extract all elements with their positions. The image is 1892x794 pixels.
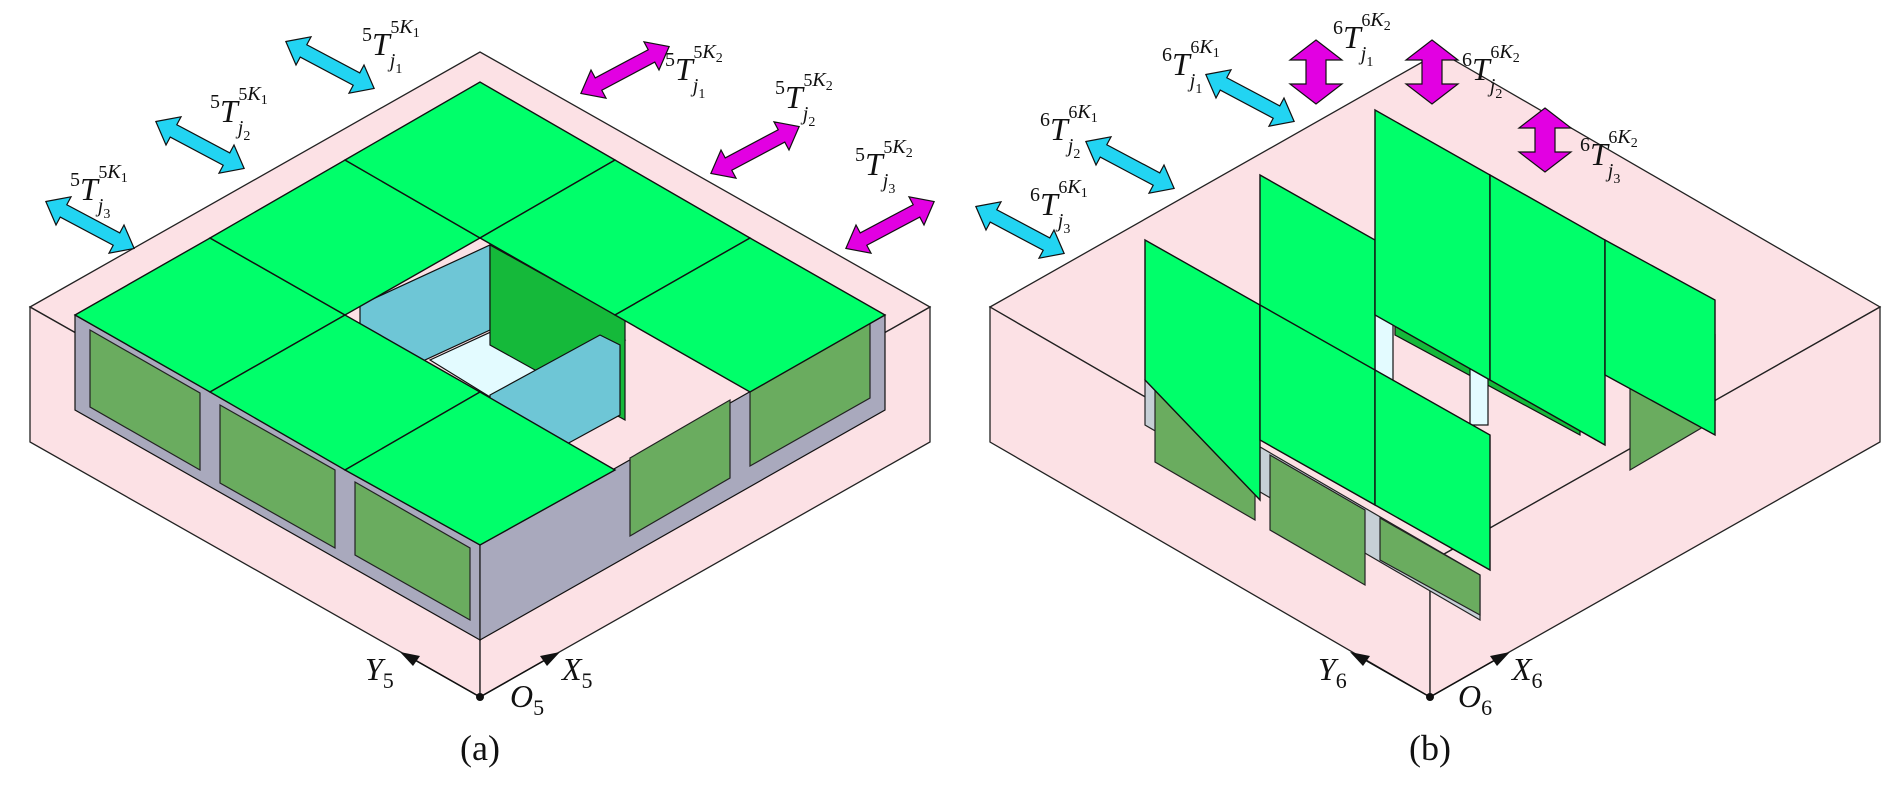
panel-b-x-axis-line	[1429, 659, 1496, 698]
panel-b-y-axis-line	[1364, 659, 1431, 698]
panel-b-sheets	[1144, 108, 1716, 572]
panel-a-magenta-arrows	[580, 40, 935, 255]
panel-a-y-label: Y5	[365, 651, 394, 693]
panel-a-y-axis-line	[414, 659, 481, 698]
panel-a-cells-left	[89, 320, 871, 622]
panel-b-magenta-arrows	[1288, 39, 1573, 173]
panel-a-origin-label: O5	[510, 678, 544, 720]
label-a-cyan-1: 5Tj15K1	[362, 16, 420, 77]
panel-a-plates	[73, 81, 887, 546]
panel-a-cell	[354, 480, 471, 622]
panel-b: Y6 X6 O6	[975, 9, 1882, 768]
magenta-double-arrow-icon	[710, 120, 800, 180]
panel-b-cell	[1379, 516, 1481, 617]
panel-b-sheet	[1604, 238, 1716, 437]
label-b-magenta-2: 6Tj26K2	[1462, 41, 1520, 102]
cyan-double-arrow-icon	[155, 115, 245, 175]
panel-a-x-label: X5	[560, 651, 593, 693]
label-b-magenta-3: 6Tj36K2	[1580, 126, 1638, 187]
panel-a-cyan-arrows	[45, 35, 375, 255]
panel-a-labels: 5Tj35K1 5Tj25K1 5Tj15K1 5Tj15K2 5Tj25K2 …	[70, 16, 913, 222]
panel-a-caption: (a)	[460, 728, 500, 768]
panel-a-x-axis-line	[479, 659, 546, 698]
cyan-double-arrow-icon	[1085, 135, 1175, 195]
panel-a-axes: Y5 X5 O5	[365, 651, 593, 720]
cyan-double-arrow-icon	[285, 35, 375, 95]
magenta-double-arrow-icon	[1288, 39, 1344, 105]
panel-b-cell	[1269, 453, 1366, 587]
panel-a-cell	[629, 398, 731, 538]
panel-b-sheet	[1144, 238, 1261, 502]
label-b-cyan-2: 6Tj26K1	[1040, 101, 1098, 162]
panel-a: Y5 X5 O5	[28, 16, 935, 768]
panel-a-y-arrowhead	[400, 652, 420, 666]
cyan-double-arrow-icon	[1205, 68, 1295, 128]
cyan-double-arrow-icon	[45, 195, 135, 255]
panel-a-cell	[219, 403, 336, 550]
panel-b-cyan-arrows	[975, 68, 1295, 260]
panel-b-y-arrowhead	[1350, 652, 1370, 666]
cyan-double-arrow-icon	[975, 200, 1065, 260]
magenta-double-arrow-icon	[845, 195, 935, 255]
label-a-cyan-2: 5Tj25K1	[210, 83, 268, 144]
panel-a-cell	[89, 328, 201, 472]
label-b-cyan-1: 6Tj16K1	[1162, 36, 1220, 97]
panel-b-x-label: X6	[1510, 651, 1543, 693]
panel-b-sheet	[1489, 173, 1606, 447]
panel-a-x-arrowhead	[540, 652, 560, 666]
panel-b-x-arrowhead	[1490, 652, 1510, 666]
label-b-magenta-1: 6Tj16K2	[1333, 9, 1391, 70]
panel-b-labels: 6Tj36K1 6Tj26K1 6Tj16K1 6Tj16K2 6Tj26K2 …	[1030, 9, 1638, 237]
magenta-double-arrow-icon	[1517, 107, 1573, 173]
magenta-double-arrow-icon	[1404, 39, 1460, 105]
panel-b-y-label: Y6	[1318, 651, 1347, 693]
panel-b-caption: (b)	[1409, 728, 1451, 768]
panel-b-origin-label: O6	[1458, 678, 1492, 720]
panel-b-box-right	[1429, 305, 1881, 699]
panel-b-axes: Y6 X6 O6	[1318, 651, 1543, 720]
panel-a-plate	[613, 237, 887, 393]
magenta-double-arrow-icon	[580, 40, 670, 100]
panel-a-plate	[343, 391, 617, 546]
panel-b-sheet	[1374, 368, 1491, 572]
label-a-magenta-2: 5Tj25K2	[775, 69, 833, 130]
label-a-cyan-3: 5Tj35K1	[70, 161, 128, 222]
label-a-magenta-3: 5Tj35K2	[855, 136, 913, 197]
label-a-magenta-1: 5Tj15K2	[665, 41, 723, 102]
label-b-cyan-3: 6Tj36K1	[1030, 176, 1088, 237]
